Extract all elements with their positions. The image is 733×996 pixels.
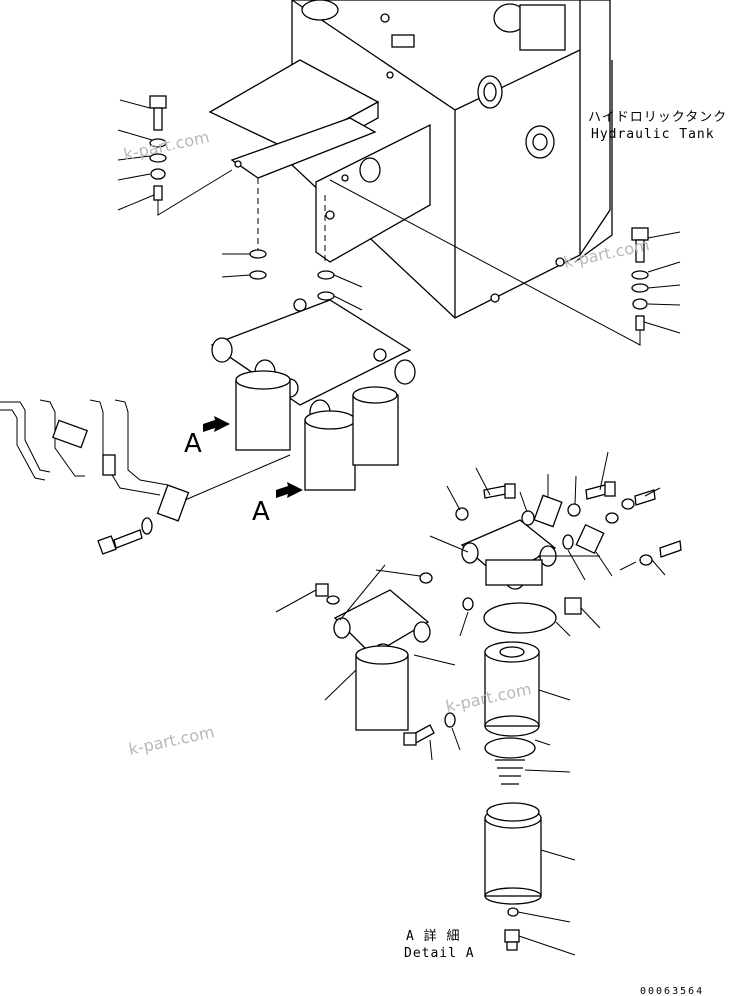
detail-label-jp: A 詳 細 — [406, 928, 460, 944]
hydraulic-tank — [291, 0, 613, 319]
bolt-stack-left — [117, 95, 233, 216]
filter-assembly-top — [210, 298, 416, 491]
hose-lines — [0, 399, 291, 522]
arrow-right-icon — [203, 416, 230, 432]
view-a-arrow-2: A — [252, 482, 303, 527]
bolt-left — [97, 517, 153, 555]
watermark: k-part.com — [127, 722, 216, 759]
view-a-label-2: A — [252, 497, 270, 527]
arrow-right-icon — [276, 482, 303, 498]
view-a-label-1: A — [184, 429, 202, 459]
detail-a-assembly — [275, 451, 682, 956]
detail-label-en: Detail A — [404, 946, 475, 961]
reference-number: 00063564 — [640, 986, 704, 996]
tank-label-en: Hydraulic Tank — [591, 127, 715, 142]
washers — [221, 178, 363, 311]
tank-label-jp: ハイドロリックタンク — [588, 110, 727, 125]
bolt-stack-right — [329, 179, 681, 346]
view-a-arrow-1: A — [184, 416, 230, 459]
mounting-bracket — [208, 59, 431, 263]
